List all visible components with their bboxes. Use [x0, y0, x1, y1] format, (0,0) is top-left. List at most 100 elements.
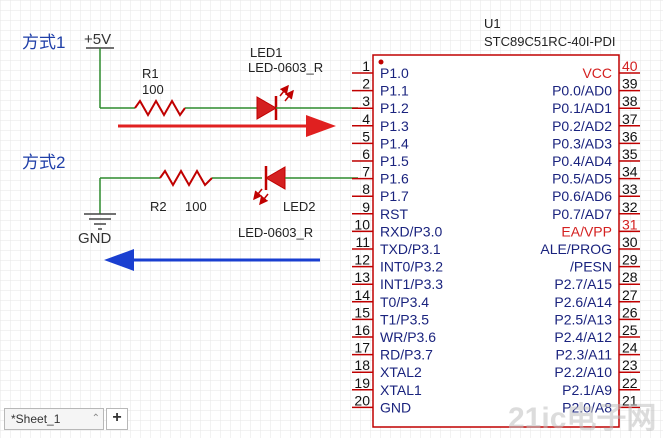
pin-number: 5	[362, 128, 370, 144]
pin-name: TXD/P3.1	[380, 241, 441, 257]
mcu-pin-17[interactable]: 17 RD/P3.7	[352, 340, 433, 363]
pin-name: P2.2/A10	[554, 364, 612, 380]
vcc-power-port[interactable]: +5V	[84, 31, 114, 108]
pin-name: P1.2	[380, 100, 409, 116]
pin-name: P0.3/AD3	[552, 135, 612, 151]
mcu-pin-30[interactable]: 30 ALE/PROG	[540, 234, 640, 257]
mcu-pin-28[interactable]: 28 P2.7/A15	[554, 269, 640, 292]
pin-number: 21	[622, 392, 638, 408]
add-sheet-button[interactable]: +	[106, 408, 128, 430]
mcu-pin-29[interactable]: 29/PESN	[570, 252, 640, 275]
pin-name: P0.1/AD1	[552, 100, 612, 116]
pin-name: P2.0/A8	[562, 399, 612, 415]
pin-name: P0.7/AD7	[552, 206, 612, 222]
vcc-net-label: +5V	[84, 31, 111, 48]
mcu-pin-4[interactable]: 4 P1.3	[352, 111, 409, 134]
led1-diode[interactable]: LED1 LED-0603_R	[248, 45, 323, 120]
resistor-r1[interactable]: R1 100	[134, 66, 186, 118]
mcu-pin-27[interactable]: 27 P2.6/A14	[554, 287, 640, 310]
pin-number: 4	[362, 111, 370, 127]
led2-diode[interactable]: LED2 LED-0603_R	[238, 166, 316, 240]
pin-number: 15	[354, 304, 370, 320]
pin-name: WR/P3.6	[380, 329, 436, 345]
pin-number: 28	[622, 269, 638, 285]
watermark: 21ic电子网	[508, 402, 656, 435]
pin-name: P1.0	[380, 65, 409, 81]
pin-number: 20	[354, 392, 370, 408]
r2-designator: R2	[150, 199, 167, 214]
pin-name: P1.6	[380, 171, 409, 187]
pin-number: 30	[622, 234, 638, 250]
pin-name: P2.1/A9	[562, 382, 612, 398]
pin-number: 25	[622, 322, 638, 338]
method1-label: 方式1	[22, 33, 65, 52]
pin-number: 17	[354, 340, 370, 356]
pin-name: P2.6/A14	[554, 294, 612, 310]
mcu-body	[372, 54, 620, 428]
current-flow-arrow-red	[118, 115, 336, 137]
led2-designator: LED2	[283, 199, 316, 214]
pin-name: P0.2/AD2	[552, 118, 612, 134]
r2-value: 100	[185, 199, 207, 214]
pin-name: RST	[380, 206, 408, 222]
pin-name: INT1/P3.3	[380, 276, 443, 292]
pin-number: 39	[622, 76, 638, 92]
pin-name: XTAL1	[380, 382, 422, 398]
tab-sheet-1[interactable]: *Sheet_1 ⌃	[4, 408, 104, 430]
resistor-r2[interactable]: R2 100	[150, 168, 213, 214]
pin-number: 26	[622, 304, 638, 320]
pin-number: 24	[622, 340, 638, 356]
gnd-power-port[interactable]: GND	[78, 178, 116, 247]
pin-name: P0.5/AD5	[552, 171, 612, 187]
u1-designator: U1	[484, 16, 501, 31]
chevron-up-icon[interactable]: ⌃	[91, 413, 100, 424]
pin-name: P2.7/A15	[554, 276, 612, 292]
pin-number: 14	[354, 287, 370, 303]
mcu-pin-32[interactable]: 32 P0.7/AD7	[552, 199, 640, 222]
mcu-pin-21[interactable]: 21 P2.0/A8	[562, 392, 640, 415]
mcu-pin-25[interactable]: 25 P2.4/A12	[554, 322, 640, 345]
pin-name: RD/P3.7	[380, 347, 433, 363]
pin-number: 2	[362, 76, 370, 92]
pin-name: P2.4/A12	[554, 329, 612, 345]
pin-name: P1.3	[380, 118, 409, 134]
pin-name: P0.6/AD6	[552, 188, 612, 204]
pin-name: ALE/PROG	[540, 241, 612, 257]
pin-number: 32	[622, 199, 638, 215]
led1-footprint: LED-0603_R	[248, 60, 323, 75]
pin-number: 27	[622, 287, 638, 303]
